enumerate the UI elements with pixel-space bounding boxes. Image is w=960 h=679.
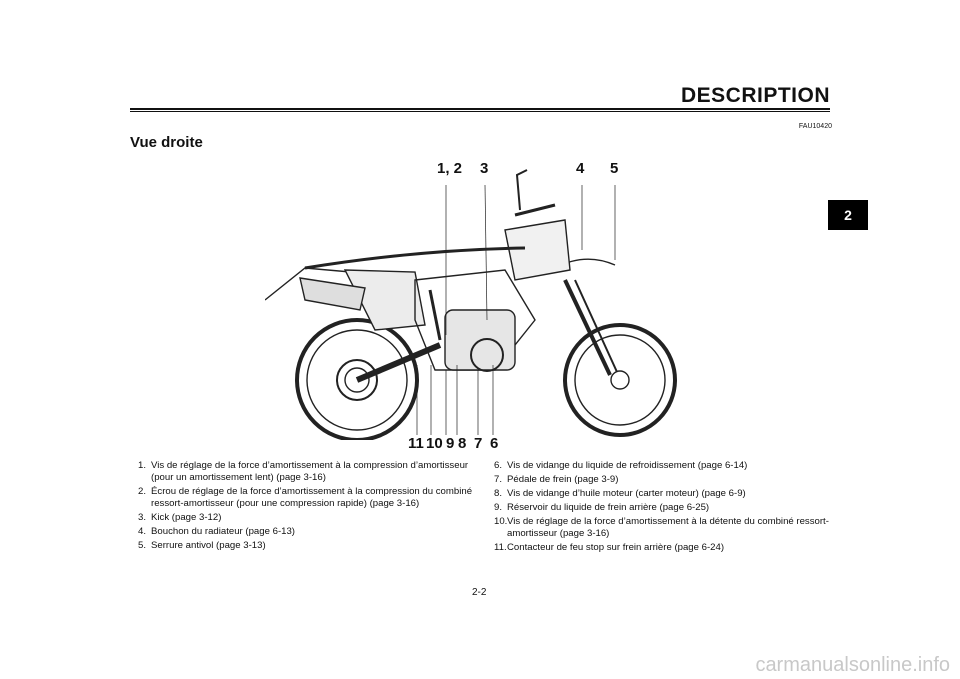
item-number: 11. [494, 542, 507, 553]
page-number: 2-2 [472, 587, 487, 598]
list-item: 6. Vis de vidange du liquide de refroidis… [494, 460, 834, 472]
item-text: Kick (page 3-12) [151, 512, 222, 523]
list-item: 7. Pédale de frein (page 3-9) [494, 474, 834, 486]
item-text: Vis de réglage de la force d’amortisseme… [507, 516, 829, 539]
section-title: Vue droite [130, 134, 203, 151]
items-list-right: 6. Vis de vidange du liquide de refroidis… [494, 460, 834, 556]
header-rule [130, 108, 830, 110]
callout-5: 5 [610, 160, 619, 177]
watermark: carmanualsonline.info [755, 654, 950, 676]
item-number: 5. [138, 540, 147, 551]
callout-7: 7 [474, 435, 483, 452]
callout-8: 8 [458, 435, 467, 452]
item-text: Bouchon du radiateur (page 6-13) [151, 526, 296, 537]
item-number: 1. [138, 460, 147, 471]
item-text: Réservoir du liquide de frein arrière (p… [507, 502, 710, 513]
list-item: 8. Vis de vidange d’huile moteur (carter … [494, 488, 834, 500]
item-text: Écrou de réglage de la force d’amortisse… [151, 486, 473, 509]
item-text: Vis de réglage de la force d’amortisseme… [151, 460, 469, 483]
list-item: 2. Écrou de réglage de la force d’amortis… [138, 486, 478, 510]
item-text: Pédale de frein (page 3-9) [507, 474, 619, 485]
item-number: 9. [494, 502, 503, 513]
item-text: Vis de vidange d’huile moteur (carter mo… [507, 488, 746, 499]
item-number: 8. [494, 488, 503, 499]
reference-code: FAU10420 [798, 123, 832, 130]
list-item: 1. Vis de réglage de la force d’amortisse… [138, 460, 478, 484]
callout-10: 10 [426, 435, 443, 452]
list-item: 4. Bouchon du radiateur (page 6-13) [138, 526, 478, 538]
callout-6: 6 [490, 435, 499, 452]
list-item: 9. Réservoir du liquide de frein arrière … [494, 502, 834, 514]
list-item: 5. Serrure antivol (page 3-13) [138, 540, 478, 552]
item-text: Serrure antivol (page 3-13) [151, 540, 266, 551]
item-text: Vis de vidange du liquide de refroidisse… [507, 460, 748, 471]
item-number: 7. [494, 474, 503, 485]
item-number: 3. [138, 512, 147, 523]
callout-11: 11 [408, 435, 424, 452]
callout-9: 9 [446, 435, 455, 452]
item-number: 2. [138, 486, 147, 497]
list-item: 11.Contacteur de feu stop sur frein arri… [494, 542, 834, 554]
callout-4: 4 [576, 160, 585, 177]
item-number: 6. [494, 460, 503, 471]
callout-1-2: 1, 2 [437, 160, 463, 177]
list-item: 10.Vis de réglage de la force d’amortiss… [494, 516, 834, 540]
items-list-left: 1. Vis de réglage de la force d’amortisse… [138, 460, 478, 554]
header-title: DESCRIPTION [680, 84, 830, 107]
item-text: Contacteur de feu stop sur frein arrière… [507, 542, 725, 553]
item-number: 10. [494, 516, 508, 527]
callout-3: 3 [480, 160, 489, 177]
list-item: 3. Kick (page 3-12) [138, 512, 478, 524]
motorcycle-illustration [265, 169, 677, 440]
header-rule-thin [130, 111, 830, 112]
item-number: 4. [138, 526, 147, 537]
chapter-tab[interactable]: 2 [828, 200, 868, 230]
